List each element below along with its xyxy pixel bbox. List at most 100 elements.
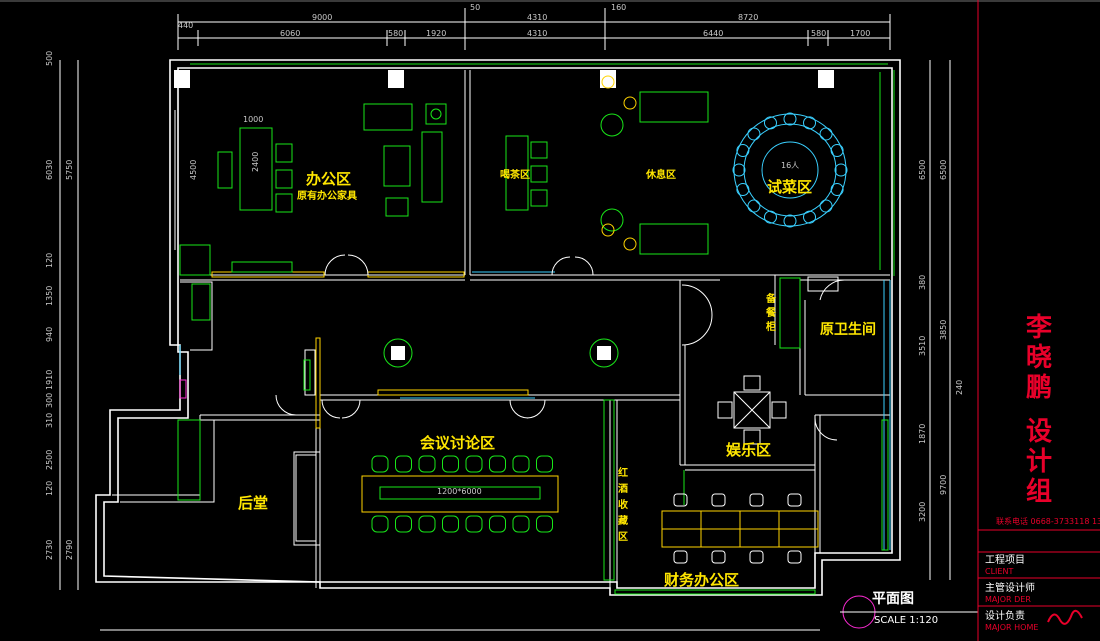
label-finance: 财务办公区 [664,571,739,589]
dim-left-6030: 6030 [45,160,54,180]
dim-left-2500: 2500 [45,450,54,470]
glass-partitions [179,271,891,550]
meeting-chair [442,455,459,473]
dim-top-1700: 1700 [850,29,870,38]
columns [174,70,834,88]
meeting-furniture [361,338,619,533]
finance-chair [711,550,726,564]
label-restroom: 原卫生间 [820,321,876,338]
restroom-fixtures [807,276,889,551]
dim-left-2730: 2730 [45,540,54,560]
dim-desk-2400: 2400 [251,152,260,172]
dim-right-380: 380 [918,275,927,290]
sig-char-1: 李 [1025,313,1053,343]
plan-scale: SCALE 1:120 [874,615,938,626]
meeting-chair [512,455,530,473]
dim-right-6500a: 6500 [918,160,927,180]
finance-chair [673,550,688,564]
contact-line: 联系电话 0668-3733118 13809922077 [996,516,1100,526]
top-dimensions: 9000 50 4310 160 8720 440 6060 580 1920 … [177,3,891,50]
dim-right-6500b: 6500 [939,160,948,180]
dim-left-940: 940 [45,327,54,342]
project-label-cn: 工程项目 [985,554,1025,566]
label-wine-2: 酒 [618,482,628,495]
doors [275,254,846,441]
dim-left-2790: 2790 [65,540,74,560]
dim-top-8720: 8720 [738,13,758,22]
meeting-chair [489,455,506,473]
round-table-seat [747,199,761,213]
label-wine-1: 红 [618,466,628,479]
round-table-seat [732,163,746,177]
green-partitions [177,244,816,595]
ceiling-light-right [589,338,619,368]
dim-top-50: 50 [470,3,480,12]
dim-left-500: 500 [45,51,54,66]
entertainment-furniture [717,375,787,445]
finance-furniture [661,493,819,564]
label-office-sub: 原有办公家具 [297,189,357,202]
plan-title: 平面图 [872,591,914,607]
dim-left-120: 120 [45,253,54,268]
meeting-chair [371,455,389,473]
dim-left-120b: 120 [45,481,54,496]
sig-char-5: 计 [1026,447,1052,477]
finance-chair [673,493,688,507]
dim-top-580a: 580 [388,29,403,38]
hatched-partitions [211,271,529,429]
designer-label-cn: 主管设计师 [985,581,1035,594]
title-block: 李 晓 鹏 设 计 组 联系电话 0668-3733118 1380992207… [977,0,1100,641]
dim-top-9000: 9000 [312,13,332,22]
viewport-border [0,0,1100,2]
meeting-chair [418,455,436,473]
label-tea: 喝茶区 [500,168,530,181]
dim-right-9700: 9700 [939,475,948,495]
lounge-furniture [600,75,709,255]
interior-walls [112,70,890,588]
label-wine-3: 收 [618,498,628,511]
dim-right-240: 240 [955,380,964,395]
meeting-chair [512,515,530,533]
label-tasting: 试菜区 [767,178,812,196]
label-16-persons: 16人 [781,161,799,170]
dim-right-1870: 1870 [918,424,927,444]
round-table-seat [736,183,750,197]
reviewer-label-en: MAJOR HOME [985,623,1038,632]
label-office: 办公区 [306,170,351,188]
round-table-seat [783,214,797,228]
entrance-marker [179,379,187,399]
dim-table-1200x6000: 1200*6000 [437,487,482,496]
label-cabinet-3: 柜 [765,320,776,333]
meeting-chair [465,455,483,473]
round-table-16 [732,112,848,228]
sig-char-2: 晓 [1026,343,1052,373]
sig-char-3: 鹏 [1026,373,1052,403]
dim-left-1910: 1910 [45,370,54,390]
label-lounge: 休息区 [645,168,676,181]
round-table-seat [834,163,848,177]
round-table-seat [763,116,777,130]
handwritten-signature [1047,609,1083,625]
round-table-seat [783,112,797,126]
dim-top-4310: 4310 [527,13,547,22]
meeting-chair [395,455,412,473]
round-table-seat [803,210,817,224]
plan-title-block: 平面图 SCALE 1:120 [840,591,978,629]
round-table-seat [830,183,844,197]
meeting-chair [536,455,553,473]
label-back-hall: 后堂 [238,494,268,512]
finance-chair [787,550,802,564]
dim-top-440: 440 [178,21,193,30]
ceiling-light-left [383,338,413,368]
meeting-chair [442,515,459,533]
round-table-seat [747,127,761,141]
label-wine-5: 区 [618,531,628,543]
dim-top-6440: 6440 [703,29,723,38]
dim-right-3850: 3850 [939,320,948,340]
dim-left-310: 310 [45,413,54,428]
meeting-chair [536,515,553,533]
right-dimensions: 6500 6500 380 3510 3850 240 1870 9700 32… [918,60,964,580]
dim-right-3510: 3510 [918,336,927,356]
label-cabinet-1: 备 [765,292,777,305]
